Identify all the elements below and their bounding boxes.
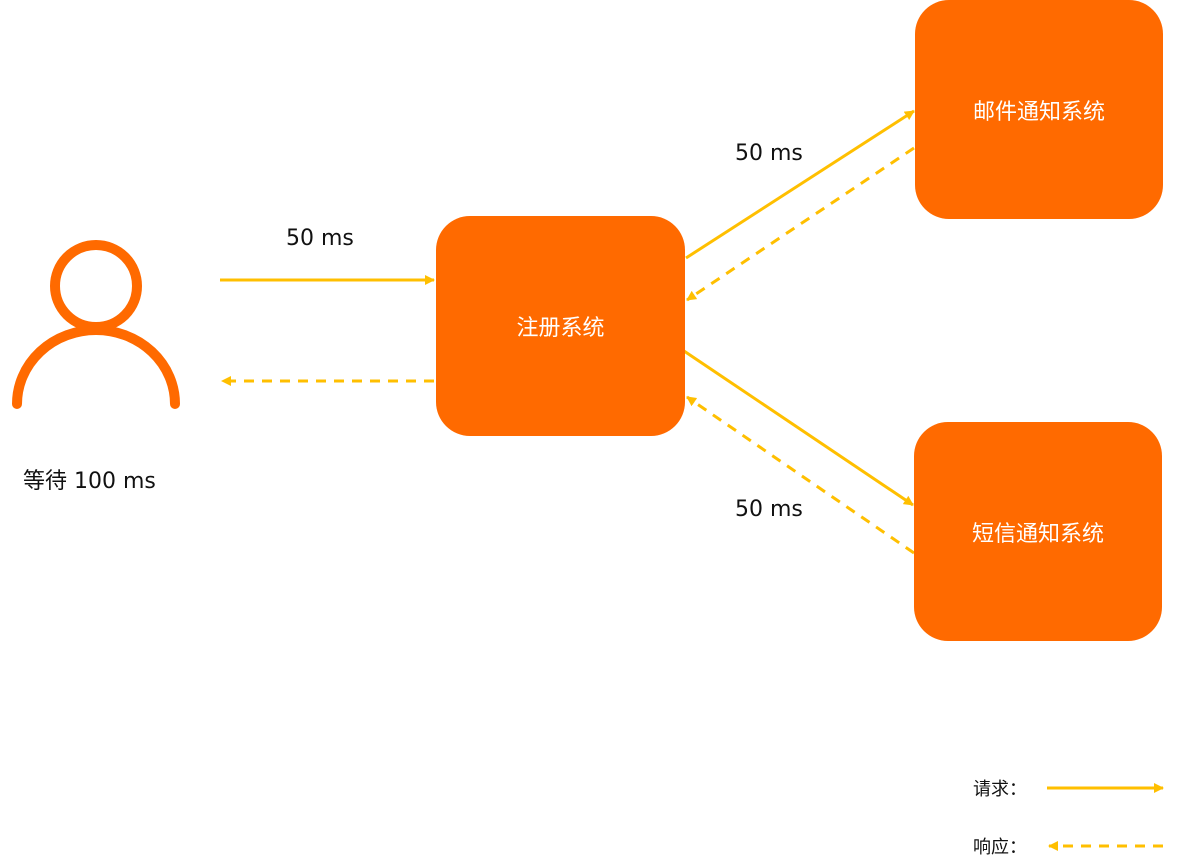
legend-response-label: 响应： — [973, 837, 1027, 858]
user-icon — [12, 240, 180, 409]
sms-system-label: 短信通知系统 — [971, 521, 1104, 547]
latency-label-register-email: 50 ms — [735, 141, 803, 166]
register-system-label: 注册系统 — [516, 316, 605, 341]
register-system-node: 注册系统 — [436, 216, 685, 436]
response-arrow-sms-register — [686, 395, 915, 555]
email-system-node: 邮件通知系统 — [915, 0, 1163, 219]
request-arrow-register-sms — [683, 349, 914, 507]
legend-request-label: 请求： — [973, 779, 1027, 800]
email-system-label: 邮件通知系统 — [972, 99, 1105, 125]
latency-label-user-register: 50 ms — [286, 226, 354, 251]
latency-label-register-sms: 50 ms — [735, 497, 803, 522]
sms-system-node: 短信通知系统 — [914, 422, 1162, 641]
request-arrow-register-email — [685, 109, 915, 260]
user-wait-label: 等待 100 ms — [23, 469, 156, 494]
response-arrow-email-register — [686, 146, 915, 302]
